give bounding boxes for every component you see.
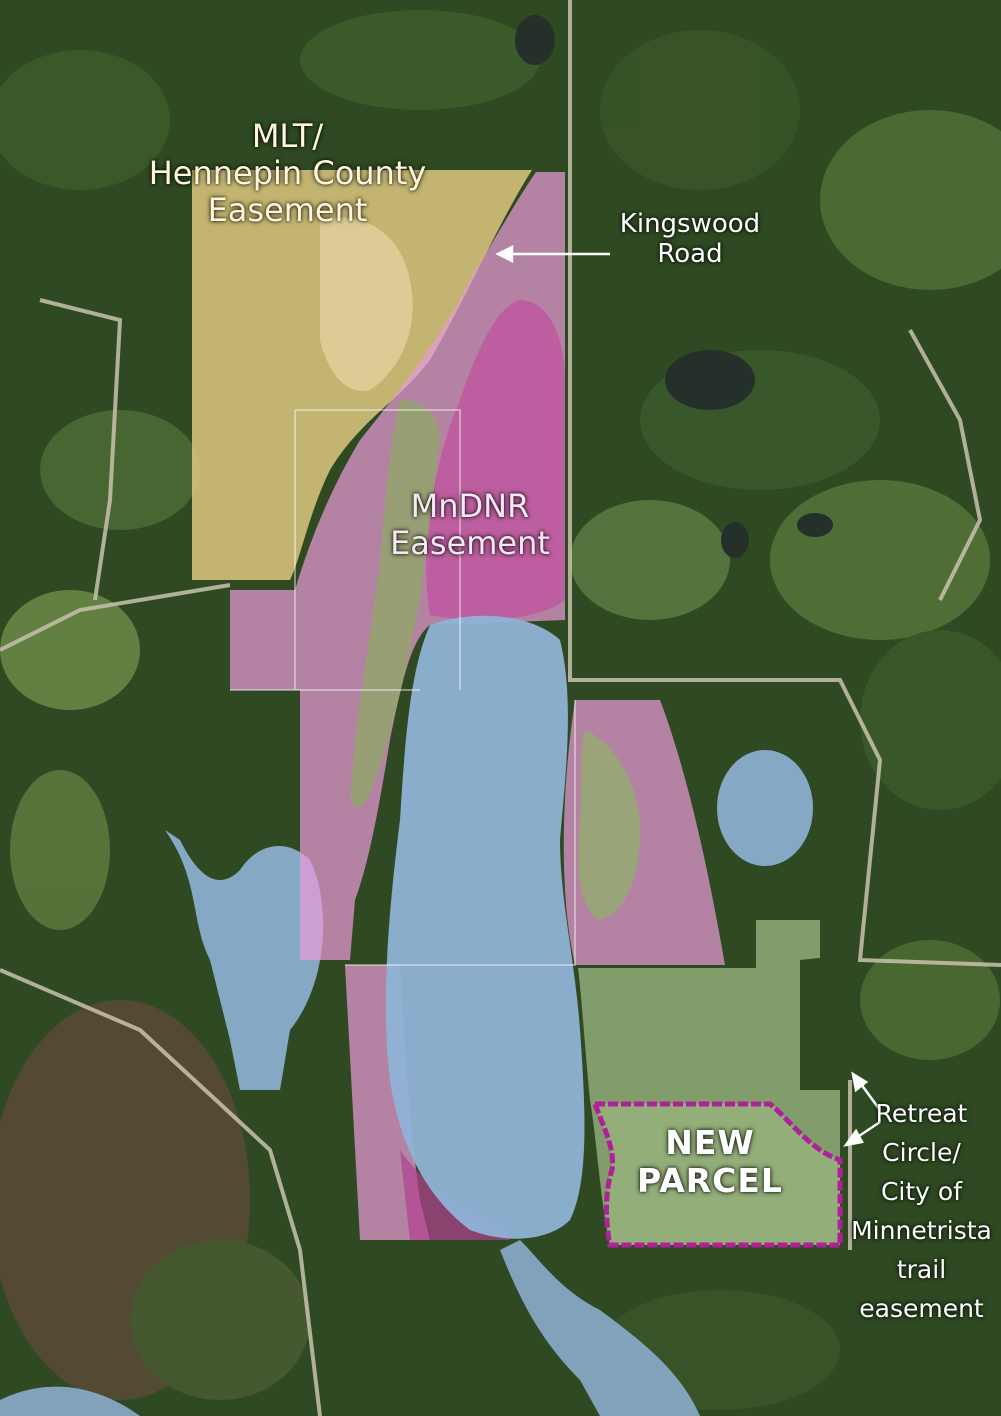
small-ponds <box>515 15 833 558</box>
road-kingswood <box>568 0 1001 967</box>
road-southwest <box>0 968 322 1416</box>
dnr-green-strip <box>350 400 440 808</box>
label-new-parcel: NEW PARCEL <box>637 1123 783 1200</box>
west-lake <box>165 830 324 1090</box>
area-new-parcel <box>591 1101 843 1248</box>
main-lake <box>385 615 585 1239</box>
south-water <box>0 1240 700 1416</box>
road-east <box>908 329 983 601</box>
road-north-west <box>39 298 123 601</box>
label-trail-easement: Retreat Circle/ City of Minnetrista trai… <box>851 1099 992 1323</box>
label-mlt-easement: MLT/ Hennepin County Easement <box>148 117 427 229</box>
arrows <box>495 244 882 1147</box>
area-mlt-light <box>320 217 413 391</box>
terrain-patches <box>0 10 1001 1410</box>
east-pond <box>717 750 813 866</box>
label-mndnr-easement: MnDNR Easement <box>390 487 550 562</box>
parcel-boundaries <box>230 409 576 966</box>
dnr-east-green <box>578 730 640 920</box>
label-kingswood-road: Kingswood Road <box>619 209 761 269</box>
area-dnr-marsh <box>426 300 565 620</box>
road-west <box>0 583 231 652</box>
area-field-south <box>578 920 840 1245</box>
